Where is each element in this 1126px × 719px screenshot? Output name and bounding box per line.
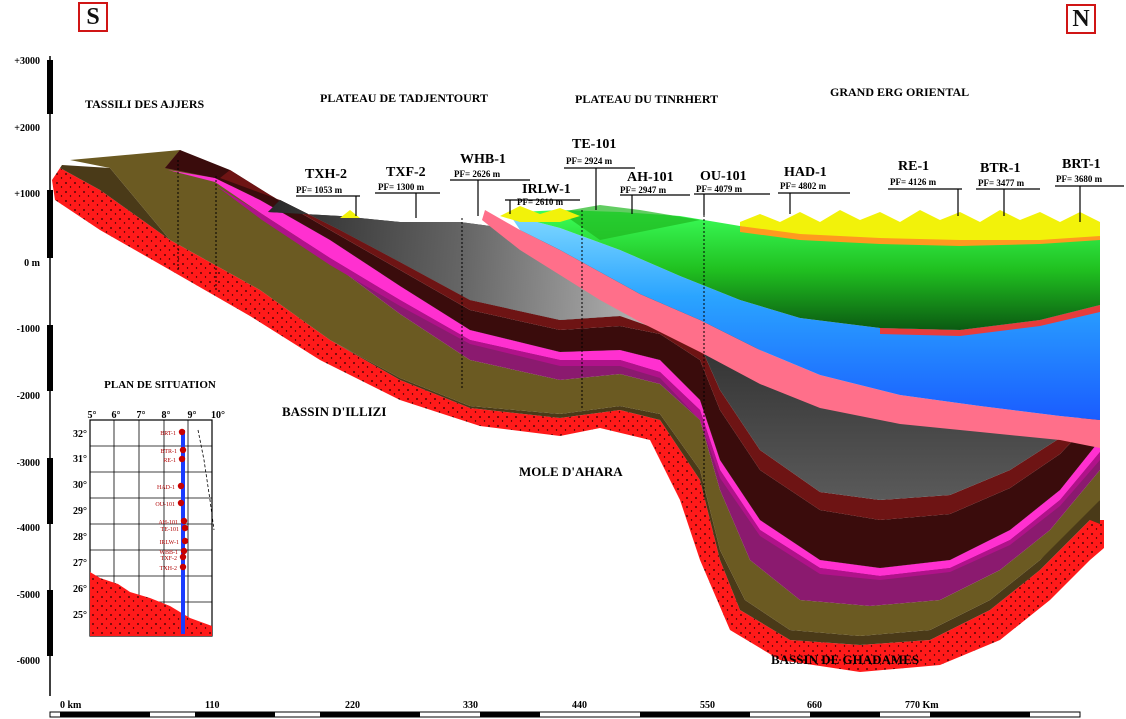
inset-well-dot (178, 455, 186, 463)
well-ticks (296, 167, 1124, 222)
well-name: BRT-1 (1062, 157, 1101, 172)
well-pf: PF= 4079 m (696, 184, 743, 194)
well-name: IRLW-1 (522, 182, 571, 197)
inset-latitude-label: 31° (73, 454, 87, 465)
region-label: GRAND ERG ORIENTAL (830, 85, 969, 99)
inset-well-label: TXH-2 (160, 566, 177, 572)
inset-well-dot (178, 428, 186, 436)
well-pf: PF= 2626 m (454, 169, 501, 179)
basement-layer (52, 168, 1104, 672)
north-marker: N (1066, 4, 1096, 34)
well-pf: PF= 1300 m (378, 182, 425, 192)
inset-well-label: BTR-1 (160, 449, 177, 455)
well-name: AH-101 (627, 170, 674, 185)
depth-tick-label: +1000 (14, 189, 40, 200)
inset-well-dot (181, 524, 189, 532)
inset-longitude-label: 7° (137, 410, 146, 421)
region-label: TASSILI DES AJJERS (85, 97, 204, 111)
depth-axis: +3000 +2000 +1000 0 m -1000 -2000 -3000 -4000 -5… (14, 56, 53, 696)
depth-tick-label: -5000 (17, 590, 40, 601)
well-name: BTR-1 (980, 161, 1020, 176)
distance-tick-label: 440 (572, 700, 587, 711)
inset-latitude-label: 32° (73, 429, 87, 440)
region-label: PLATEAU DU TINRHERT (575, 92, 718, 106)
well-name: HAD-1 (784, 165, 827, 180)
distance-tick-label: 110 (205, 700, 219, 711)
depth-tick-label: -6000 (17, 656, 40, 667)
inset-well-label: TXF-2 (161, 556, 177, 562)
inset-well-label: TE-101 (161, 527, 179, 533)
pink-unconformity (482, 210, 1100, 448)
distance-tick-label: 330 (463, 700, 478, 711)
inset-latitude-label: 25° (73, 610, 87, 621)
basin-label: MOLE D'AHARA (519, 464, 623, 479)
distance-tick-label: 220 (345, 700, 360, 711)
inset-well-label: IRLW-1 (159, 540, 179, 546)
well-name: TXF-2 (386, 165, 426, 180)
depth-tick-label: -2000 (17, 391, 40, 402)
depth-tick-label: -4000 (17, 523, 40, 534)
distance-tick-label: 550 (700, 700, 715, 711)
inset-map: PLAN DE SITUATION BRT-1BTR-1RE-1HAD-1OU-… (73, 379, 225, 637)
inset-well-dot (181, 537, 189, 545)
inset-well-dot (180, 547, 188, 555)
inset-well-dot (177, 482, 185, 490)
inset-longitude-label: 6° (112, 410, 121, 421)
well-pf: PF= 2947 m (620, 185, 667, 195)
distance-tick-label: 770 Km (905, 700, 939, 711)
basin-label: BASSIN D'ILLIZI (282, 404, 386, 419)
inset-well-label: WBB-1 (159, 550, 178, 556)
inset-well-dot (179, 446, 187, 454)
inset-well-dot (179, 553, 187, 561)
well-pf: PF= 4126 m (890, 177, 937, 187)
south-marker: S (78, 2, 108, 32)
well-pf: PF= 2924 m (566, 156, 613, 166)
inset-well-label: HAD-1 (157, 485, 175, 491)
inset-well-label: OU-101 (155, 502, 175, 508)
well-name: TXH-2 (305, 167, 347, 182)
well-pf: PF= 4802 m (780, 181, 827, 191)
depth-tick-label: +3000 (14, 56, 40, 67)
inset-latitude-label: 29° (73, 506, 87, 517)
section-body (52, 150, 1104, 672)
inset-title: PLAN DE SITUATION (104, 379, 216, 391)
inset-latitude-label: 27° (73, 558, 87, 569)
distance-scale: 0 km 110 220 330 440 550 660 770 Km (49, 700, 1081, 718)
depth-tick-label: -1000 (17, 324, 40, 335)
inset-well-dot (180, 517, 188, 525)
inset-longitude-label: 5° (88, 410, 97, 421)
well-name: TE-101 (572, 137, 616, 152)
inset-longitude-label: 9° (188, 410, 197, 421)
distance-tick-label: 0 km (60, 700, 82, 711)
depth-tick-label: +2000 (14, 123, 40, 134)
well-pf: PF= 1053 m (296, 185, 343, 195)
region-label: PLATEAU DE TADJENTOURT (320, 91, 488, 105)
inset-latitude-label: 26° (73, 584, 87, 595)
well-pf: PF= 3477 m (978, 178, 1025, 188)
inset-longitude-label: 8° (162, 410, 171, 421)
inset-well-dot (179, 563, 187, 571)
inset-latitude-label: 28° (73, 532, 87, 543)
well-name: OU-101 (700, 169, 747, 184)
inset-latitude-label: 30° (73, 480, 87, 491)
surface-sand (740, 210, 1100, 240)
depth-tick-label: 0 m (24, 258, 41, 269)
inset-longitude-label: 10° (211, 410, 225, 421)
distance-tick-label: 660 (807, 700, 822, 711)
well-name: WHB-1 (460, 152, 506, 167)
inset-well-label: AH-101 (158, 520, 178, 526)
well-name: RE-1 (898, 159, 929, 174)
inset-well-label: RE-1 (163, 458, 176, 464)
inset-well-label: BRT-1 (160, 431, 176, 437)
depth-tick-label: -3000 (17, 458, 40, 469)
well-pf: PF= 2610 m (517, 197, 564, 207)
basin-label: BASSIN DE GHADAMES (771, 652, 919, 667)
well-pf: PF= 3680 m (1056, 174, 1103, 184)
inset-well-dot (177, 499, 185, 507)
